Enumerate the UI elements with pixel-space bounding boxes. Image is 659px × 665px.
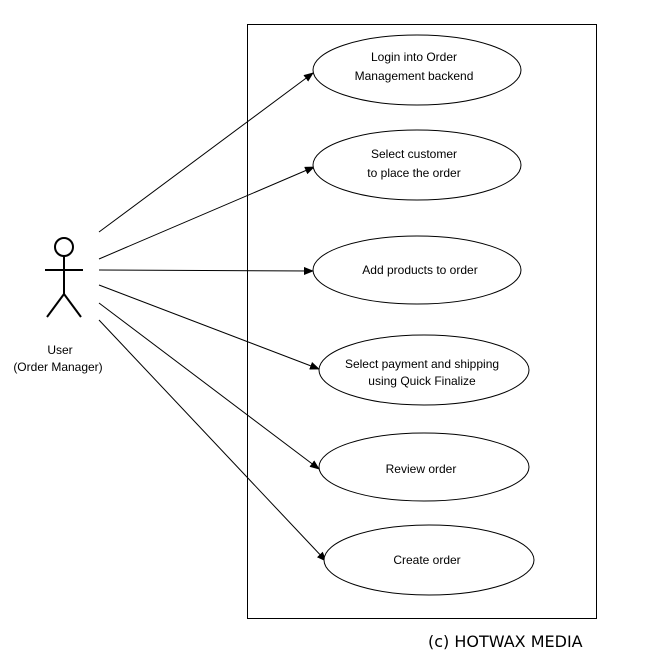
actor-head	[54, 237, 74, 257]
association-create	[98, 319, 327, 562]
use-case-ellipse	[312, 34, 522, 106]
actor-user	[45, 237, 83, 318]
use-case-label: Management backend	[355, 69, 474, 83]
association-add-products	[98, 266, 314, 275]
use-case-ellipse	[312, 129, 522, 201]
association-login	[98, 72, 314, 233]
association-select-customer	[98, 166, 315, 260]
association-select-payment	[98, 284, 320, 370]
use-case-label: Select customer	[371, 147, 457, 161]
use-case-create: Create order	[323, 524, 535, 596]
use-case-label: Add products to order	[362, 263, 477, 277]
use-case-label: Create order	[393, 553, 460, 567]
association-review	[98, 302, 320, 470]
use-case-ellipse	[318, 432, 530, 502]
use-case-ellipse	[323, 524, 535, 596]
use-case-login: Login into Order Management backend	[312, 34, 522, 106]
actor-left-leg	[46, 293, 65, 318]
use-case-label: Review order	[386, 462, 457, 476]
associations	[98, 72, 327, 562]
use-case-label: to place the order	[367, 166, 460, 180]
use-case-add-products: Add products to order	[312, 235, 522, 305]
use-case-label: Select payment and shipping	[345, 357, 499, 371]
use-case-label: using Quick Finalize	[368, 374, 476, 388]
system-boundary	[247, 24, 597, 619]
use-case-ellipse	[318, 334, 530, 406]
use-case-label: Login into Order	[371, 50, 457, 64]
use-case-review: Review order	[318, 432, 530, 502]
actor-name-label: User	[47, 343, 72, 357]
use-case-select-customer: Select customer to place the order	[312, 129, 522, 201]
use-case-ellipse	[312, 235, 522, 305]
use-case-select-payment: Select payment and shipping using Quick …	[318, 334, 530, 406]
copyright-text: (c) HOTWAX MEDIA	[428, 632, 583, 651]
actor-role-label: (Order Manager)	[13, 360, 102, 374]
actor-right-leg	[63, 293, 82, 318]
